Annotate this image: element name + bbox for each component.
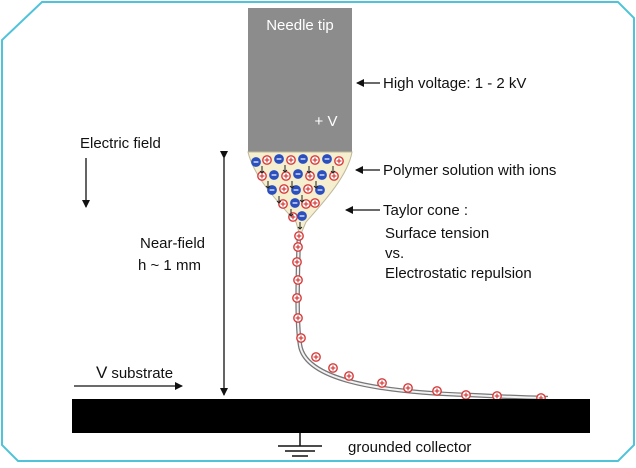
positive-ion-icon — [461, 390, 471, 400]
v-substrate-v: V — [96, 363, 108, 382]
height-label: h ~ 1 mm — [138, 257, 201, 274]
positive-ion-icon — [281, 171, 291, 181]
positive-ion-icon — [303, 184, 313, 194]
negative-ion-icon — [290, 198, 300, 208]
charge-motion-arrow — [288, 209, 294, 217]
grounded-collector-plate — [72, 399, 590, 433]
high-voltage-label: High voltage: 1 - 2 kV — [383, 75, 526, 92]
negative-ion-icon — [274, 154, 284, 164]
negative-ion-icon — [293, 169, 303, 179]
positive-ion-icon — [292, 293, 302, 303]
positive-ion-icon — [305, 171, 315, 181]
positive-ion-icon — [293, 275, 303, 285]
charge-motion-arrow — [259, 166, 265, 174]
charge-motion-arrow — [276, 196, 282, 204]
charge-motion-arrow — [289, 181, 295, 189]
negative-ion-icon — [269, 170, 279, 180]
needle-tip-label: Needle tip — [266, 17, 334, 34]
negative-ion-icon — [298, 154, 308, 164]
plus-v-label: + V — [315, 113, 338, 130]
positive-ion-icon — [294, 231, 304, 241]
positive-ion-icon — [292, 257, 302, 267]
charge-motion-arrow — [297, 222, 303, 230]
positive-ion-icon — [296, 333, 306, 343]
polymer-solution-label: Polymer solution with ions — [383, 162, 556, 179]
positive-ion-icon — [492, 391, 502, 401]
charge-motion-arrow — [313, 181, 319, 189]
positive-ion-icon — [311, 352, 321, 362]
charge-motion-arrow — [299, 195, 305, 203]
positive-ion-icon — [293, 313, 303, 323]
negative-ion-icon — [322, 154, 332, 164]
negative-ion-icon — [267, 185, 277, 195]
grounded-collector-label: grounded collector — [348, 439, 471, 456]
taylor-cone-line3: Electrostatic repulsion — [385, 265, 532, 282]
polymer-jet — [295, 231, 549, 401]
positive-ion-icon — [344, 371, 354, 381]
negative-ion-icon — [297, 211, 307, 221]
positive-ion-icon — [278, 199, 288, 209]
needle — [248, 8, 352, 152]
positive-ion-icon — [334, 156, 344, 166]
negative-ion-icon — [291, 185, 301, 195]
positive-ion-icon — [262, 155, 272, 165]
negative-ion-icon — [315, 185, 325, 195]
ground-icon — [278, 433, 322, 457]
positive-ion-icon — [286, 155, 296, 165]
positive-ion-icon — [301, 199, 311, 209]
taylor-cone-line2: vs. — [385, 245, 404, 262]
negative-ion-icon — [317, 170, 327, 180]
positive-ion-icon — [310, 155, 320, 165]
electric-field-label: Electric field — [80, 135, 161, 152]
positive-ion-icon — [310, 198, 320, 208]
near-field-label: Near-field — [140, 235, 205, 252]
positive-ion-icon — [403, 383, 413, 393]
charge-motion-arrow — [282, 165, 288, 173]
positive-ion-icon — [432, 386, 442, 396]
v-substrate-word: substrate — [111, 365, 173, 382]
positive-ion-icon — [293, 242, 303, 252]
taylor-cone-line1: Surface tension — [385, 225, 489, 242]
taylor-cone-title: Taylor cone : — [383, 202, 468, 219]
ions-group — [251, 154, 546, 403]
charge-motion-arrow — [265, 181, 271, 189]
positive-ion-icon — [329, 171, 339, 181]
negative-ion-icon — [251, 157, 261, 167]
positive-ion-icon — [377, 378, 387, 388]
charge-motion-arrow — [330, 166, 336, 174]
positive-ion-icon — [328, 363, 338, 373]
charge-motion-arrow — [306, 166, 312, 174]
positive-ion-icon — [279, 184, 289, 194]
